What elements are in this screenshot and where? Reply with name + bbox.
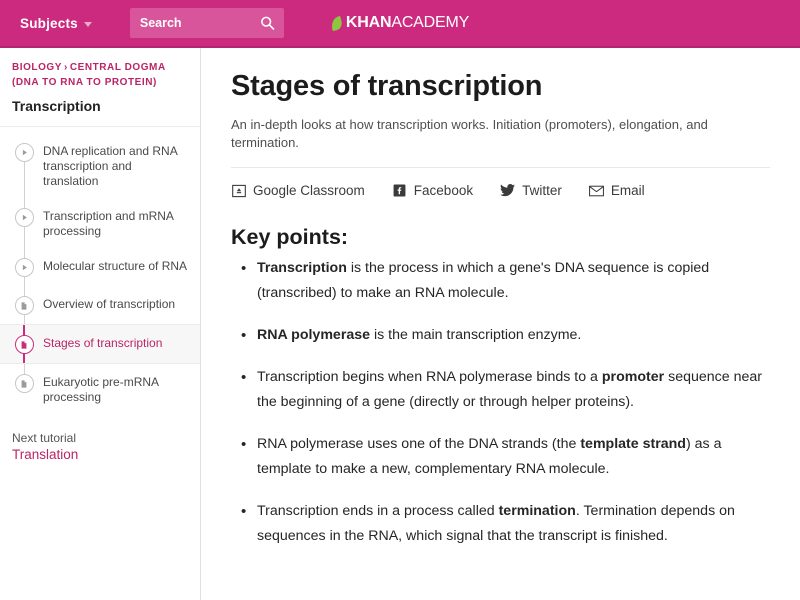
sidebar-item-label: Overview of transcription	[43, 297, 176, 311]
facebook-icon	[392, 183, 407, 198]
play-icon	[14, 258, 34, 277]
share-facebook-button[interactable]: Facebook	[392, 183, 473, 198]
key-point-term: promoter	[601, 369, 665, 385]
key-point-text: is the main transcription enzyme.	[370, 327, 582, 343]
sidebar-item-overview-transcription[interactable]: Overview of transcription	[0, 286, 200, 324]
logo-khan-text: KHAN	[345, 14, 392, 31]
page-subtitle: An in-depth looks at how transcription w…	[231, 117, 708, 150]
sidebar-item-eukaryotic-pre-mrna[interactable]: Eukaryotic pre-mRNA processing	[0, 364, 200, 414]
next-tutorial-link[interactable]: Translation	[12, 447, 79, 462]
share-label: Twitter	[522, 183, 562, 198]
share-label: Google Classroom	[253, 183, 365, 198]
breadcrumb-item-0[interactable]: BIOLOGY	[12, 62, 62, 73]
tutorial-sidebar: BIOLOGY›CENTRAL DOGMA (DNA TO RNA TO PRO…	[0, 48, 201, 600]
site-header: Subjects KHANACADEMY	[0, 0, 800, 48]
share-row: Google Classroom Facebook Twitter	[231, 183, 770, 198]
twitter-icon	[500, 183, 516, 198]
key-point-text: RNA polymerase uses one of the DNA stran…	[257, 436, 581, 452]
key-points-list: Transcription is the process in which a …	[231, 256, 770, 549]
email-icon	[588, 183, 604, 198]
sidebar-item-molecular-structure[interactable]: Molecular structure of RNA	[0, 248, 200, 286]
sidebar-item-label: Eukaryotic pre-mRNA processing	[43, 375, 159, 404]
article-icon	[14, 335, 34, 354]
play-icon	[14, 208, 34, 227]
sidebar-item-dna-replication[interactable]: DNA replication and RNA transcription an…	[0, 133, 200, 198]
sidebar-item-label: Transcription and mRNA processing	[43, 209, 174, 238]
sidebar-item-label: Stages of transcription	[43, 336, 163, 350]
share-label: Email	[610, 183, 645, 198]
breadcrumb[interactable]: BIOLOGY›CENTRAL DOGMA (DNA TO RNA TO PRO…	[12, 61, 188, 90]
article-main: Stages of transcription An in-depth look…	[201, 48, 800, 600]
share-twitter-button[interactable]: Twitter	[500, 183, 562, 198]
article-icon	[14, 374, 34, 393]
key-point-item: Transcription begins when RNA polymerase…	[241, 365, 770, 415]
key-point-text: Transcription begins when RNA polymerase…	[257, 369, 602, 385]
play-icon	[14, 143, 34, 162]
search-icon[interactable]	[260, 16, 275, 31]
sidebar-item-label: Molecular structure of RNA	[43, 259, 188, 273]
khan-academy-logo[interactable]: KHANACADEMY	[329, 14, 470, 31]
key-point-item: RNA polymerase uses one of the DNA stran…	[241, 432, 770, 482]
breadcrumb-item-1[interactable]: CENTRAL DOGMA (DNA TO RNA TO PROTEIN)	[12, 62, 166, 88]
key-point-text: . Termination depends on sequences in th…	[257, 503, 735, 544]
key-point-item: Transcription is the process in which a …	[241, 256, 770, 306]
subjects-menu-button[interactable]: Subjects	[14, 12, 98, 35]
key-point-term: template strand	[580, 436, 686, 452]
leaf-icon	[329, 15, 344, 31]
key-point-text: ) as a template to make a new, complemen…	[257, 436, 722, 477]
subjects-label: Subjects	[20, 15, 78, 31]
breadcrumb-separator: ›	[63, 62, 68, 73]
sidebar-item-stages-of-transcription[interactable]: Stages of transcription	[0, 324, 200, 364]
key-point-text: is the process in which a gene's DNA seq…	[257, 260, 710, 301]
key-point-item: RNA polymerase is the main transcription…	[241, 323, 770, 348]
key-point-item: Transcription ends in a process called t…	[241, 499, 770, 549]
search-box[interactable]	[129, 8, 284, 38]
sidebar-item-label: DNA replication and RNA transcription an…	[43, 144, 178, 188]
next-tutorial-label: Next tutorial	[12, 431, 77, 445]
next-tutorial-block: Next tutorial Translation	[0, 414, 200, 464]
article-icon	[14, 296, 34, 315]
share-google-classroom-button[interactable]: Google Classroom	[231, 183, 365, 198]
tutorial-title: Transcription	[12, 98, 101, 114]
key-point-text: sequence near the beginning of a gene (d…	[257, 369, 762, 410]
tutorial-nav-list: DNA replication and RNA transcription an…	[0, 127, 200, 414]
key-point-text: Transcription ends in a process called	[257, 503, 499, 519]
google-classroom-icon	[231, 183, 246, 198]
sidebar-item-transcription-mrna[interactable]: Transcription and mRNA processing	[0, 198, 200, 248]
page-title: Stages of transcription	[231, 70, 543, 102]
page-body: BIOLOGY›CENTRAL DOGMA (DNA TO RNA TO PRO…	[0, 48, 800, 600]
key-point-term: RNA polymerase	[257, 327, 371, 343]
key-point-term: Transcription	[257, 260, 347, 276]
breadcrumb-block: BIOLOGY›CENTRAL DOGMA (DNA TO RNA TO PRO…	[0, 48, 200, 127]
search-input[interactable]	[129, 8, 284, 38]
share-label: Facebook	[413, 183, 474, 198]
share-email-button[interactable]: Email	[588, 183, 645, 198]
logo-academy-text: ACADEMY	[391, 14, 470, 31]
key-point-term: termination	[498, 503, 576, 519]
divider	[231, 167, 770, 168]
chevron-down-icon	[83, 21, 92, 27]
key-points-heading: Key points:	[231, 225, 349, 249]
